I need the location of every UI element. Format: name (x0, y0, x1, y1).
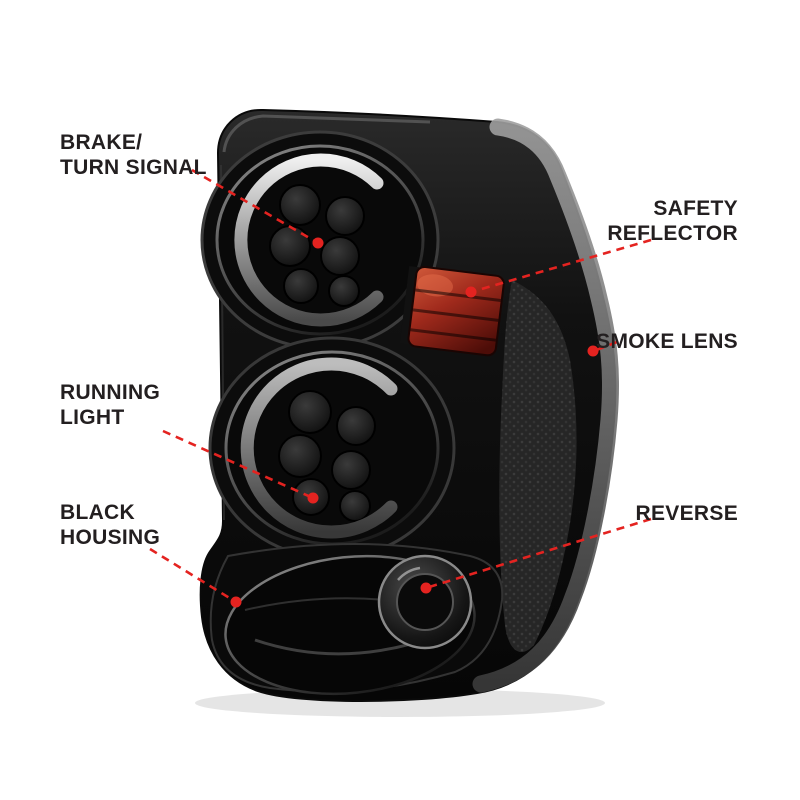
callout-dot-reverse (420, 582, 432, 594)
running-light-lamp (208, 336, 456, 560)
running-light-bar (240, 357, 398, 539)
smoke-lens-edge (472, 118, 620, 693)
leader-line-black-housing (149, 547, 237, 604)
leader-line-safety-reflector (470, 238, 652, 294)
callout-dot-safety-reflector (465, 286, 477, 298)
callout-label-running-light: RUNNING LIGHT (60, 381, 161, 429)
callout-dot-smoke-lens (587, 345, 599, 357)
reverse-lamp (209, 543, 504, 696)
callout-label-brake-turn-signal: BRAKE/ TURN SIGNAL (60, 131, 207, 179)
callout-dot-brake (312, 237, 324, 249)
callout-dots (230, 237, 599, 608)
brake-light-bar (234, 153, 384, 327)
leader-line-brake (191, 168, 319, 245)
callout-dot-running-light (307, 492, 319, 504)
callout-label-reverse: REVERSE (635, 502, 738, 525)
callout-dot-black-housing (230, 596, 242, 608)
callout-label-black-housing: BLACK HOUSING (60, 501, 161, 549)
callout-label-safety-reflector: SAFETY REFLECTOR (607, 197, 738, 245)
callout-label-smoke-lens: SMOKE LENS (596, 330, 738, 353)
leader-line-reverse (425, 517, 652, 590)
safety-reflector (399, 265, 505, 357)
